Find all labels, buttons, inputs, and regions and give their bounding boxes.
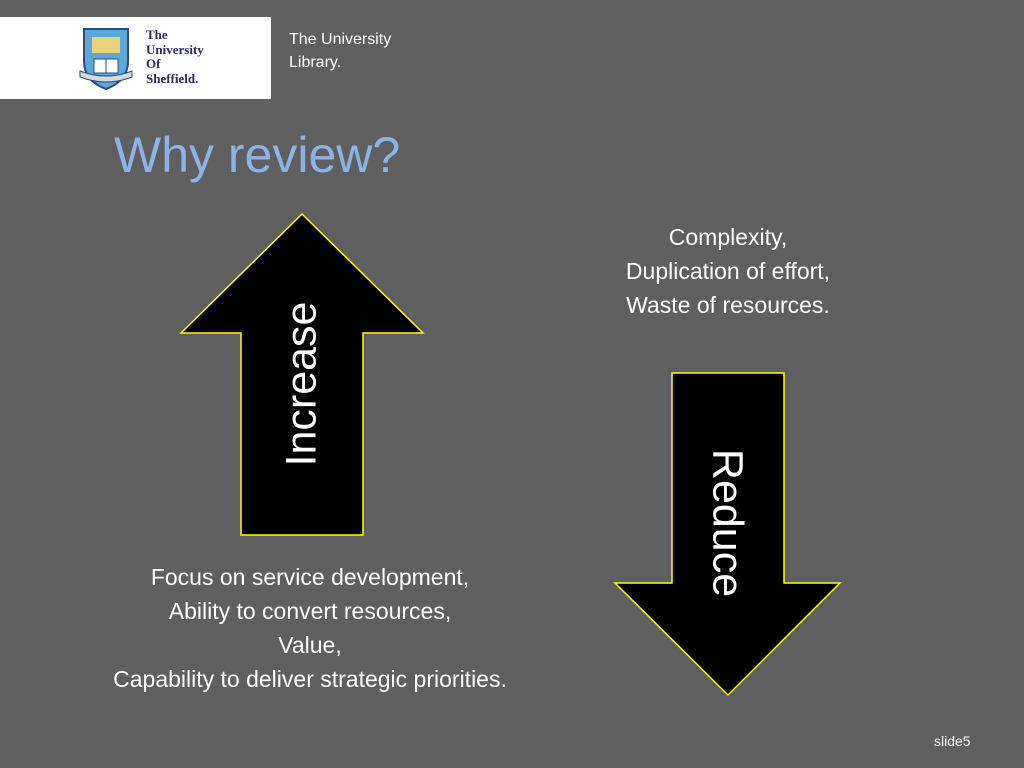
reduce-arrow bbox=[613, 372, 842, 697]
list-item: Focus on service development, bbox=[150, 564, 470, 590]
list-item: Value, bbox=[278, 632, 342, 658]
library-label: The University Library. bbox=[289, 31, 392, 71]
slide-title: Why review? bbox=[114, 127, 401, 183]
crest-icon bbox=[79, 28, 133, 91]
list-item: Duplication of effort, bbox=[625, 258, 831, 284]
reduce-label: Reduce bbox=[703, 448, 752, 598]
increase-list: Focus on service development, Ability to… bbox=[60, 560, 560, 696]
reduce-list: Complexity, Duplication of effort, Waste… bbox=[588, 220, 868, 322]
increase-arrow bbox=[179, 212, 425, 536]
logo-wordmark: The University Of Sheffield. bbox=[146, 27, 204, 86]
list-item: Waste of resources. bbox=[626, 292, 830, 318]
increase-label: Increase bbox=[277, 301, 326, 467]
list-item: Capability to deliver strategic prioriti… bbox=[113, 666, 507, 692]
list-item: Ability to convert resources, bbox=[168, 598, 452, 624]
list-item: Complexity, bbox=[668, 224, 788, 250]
university-logo: The University Of Sheffield. bbox=[0, 17, 271, 99]
slide-number: slide5 bbox=[934, 733, 971, 749]
